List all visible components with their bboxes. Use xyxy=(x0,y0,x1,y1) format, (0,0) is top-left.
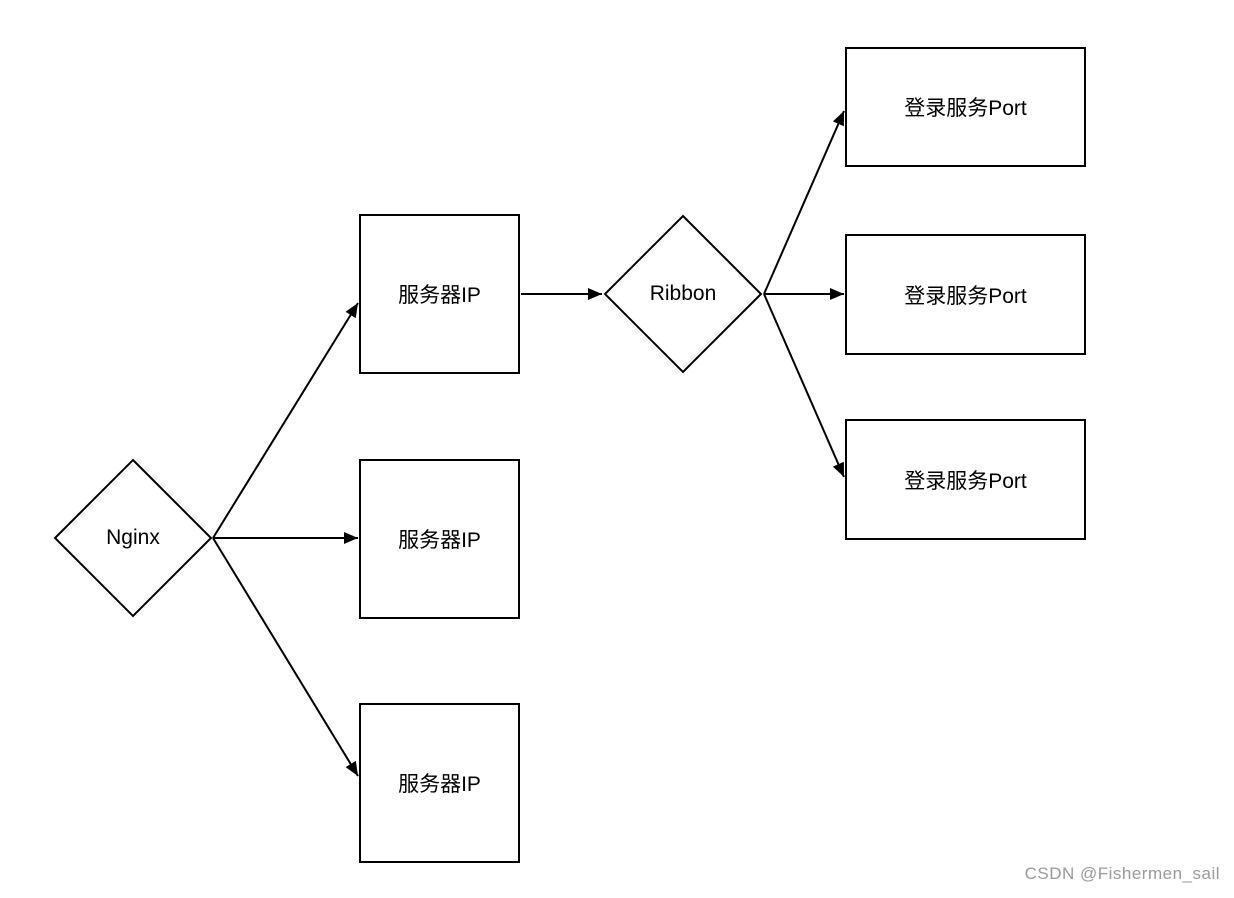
edge-nginx-server-ip-3 xyxy=(212,537,359,777)
node-login-port-1: 登录服务Port xyxy=(845,47,1086,167)
node-ribbon: Ribbon xyxy=(603,214,763,374)
node-login-port-2: 登录服务Port xyxy=(845,234,1086,355)
node-label: 服务器IP xyxy=(398,529,481,552)
node-label: 服务器IP xyxy=(398,773,481,796)
diamond-shape xyxy=(53,458,213,618)
node-label: 登录服务Port xyxy=(904,97,1027,120)
edge-ribbon-login-port-3 xyxy=(763,293,845,478)
edge-nginx-server-ip-1 xyxy=(212,302,359,539)
node-label: 服务器IP xyxy=(398,284,481,307)
node-server-ip-2: 服务器IP xyxy=(359,459,520,619)
node-label: 登录服务Port xyxy=(904,469,1027,493)
diamond-shape xyxy=(603,214,763,374)
node-nginx: Nginx xyxy=(53,458,213,618)
node-login-port-3: 登录服务Port xyxy=(845,419,1086,540)
node-label: 登录服务Port xyxy=(904,284,1027,308)
node-server-ip-1: 服务器IP xyxy=(359,214,520,374)
node-label: Ribbon xyxy=(649,282,717,305)
node-server-ip-3: 服务器IP xyxy=(359,703,520,863)
edge-ribbon-login-port-1 xyxy=(763,110,845,295)
watermark-text: CSDN @Fishermen_sail xyxy=(1024,864,1220,883)
node-label: Nginx xyxy=(106,526,160,549)
